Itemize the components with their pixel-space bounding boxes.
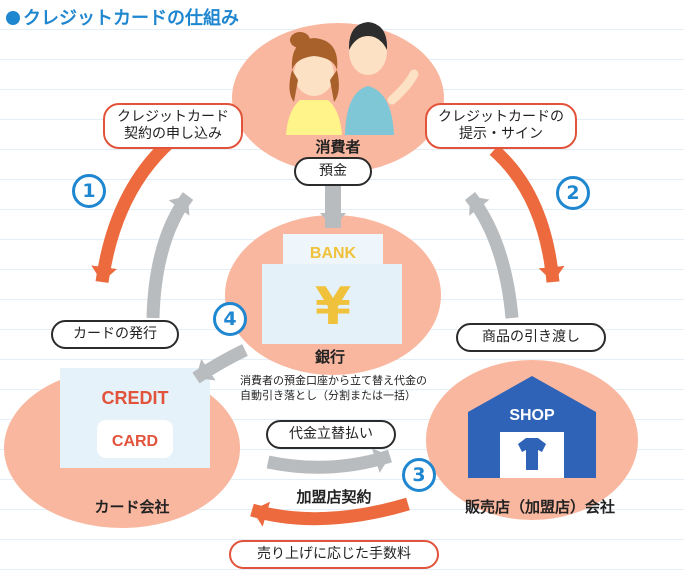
bank-building-icon [262,234,402,344]
arrow-step1-apply [91,135,177,283]
consumer-label: 消費者 [315,138,361,156]
shop-sign: SHOP [509,407,555,424]
arrow-step2-present [489,145,565,283]
bank-debit-note: 消費者の預金口座から立て替え代金の 自動引き落とし（分割または一括） [240,374,427,402]
yen-symbol: ¥ [315,277,351,337]
card-company-label: カード会社 [94,498,170,516]
arrow-card-issue [146,192,194,319]
advance-payment-bubble: 代金立替払い [266,420,396,449]
fee-bubble: 売り上げに応じた手数料 [229,540,439,569]
step-1-badge: 1 [72,174,106,208]
step-2-badge: 2 [556,176,590,210]
bank-label: 銀行 [314,348,346,366]
page-title: クレジットカードの仕組み [6,4,239,30]
shop-building-icon [468,376,596,478]
title-bullet-icon [6,11,20,25]
couple-illustration [286,22,419,135]
apply-contract-bubble: クレジットカード 契約の申し込み [103,103,243,149]
card-issue-bubble: カードの発行 [51,320,179,349]
goods-delivery-bubble: 商品の引き渡し [456,323,606,352]
credit-text: CREDIT [102,388,169,408]
credit-card-icon [60,368,210,468]
consumer-ellipse [232,23,444,173]
merchant-contract-label: 加盟店契約 [296,488,372,506]
step-4-badge: 4 [213,302,247,336]
shop-company-label: 販売店（加盟店）会社 [464,498,616,516]
bank-sign: BANK [310,245,357,262]
step-3-badge: 3 [402,458,436,492]
present-sign-bubble: クレジットカードの 提示・サイン [425,103,577,149]
deposit-bubble: 預金 [294,157,372,186]
arrow-fee [250,497,410,527]
arrow-step3-advance [266,448,392,474]
card-text: CARD [112,433,158,450]
arrow-goods-delivery [464,191,519,319]
arrow-step4-debit [192,344,248,384]
